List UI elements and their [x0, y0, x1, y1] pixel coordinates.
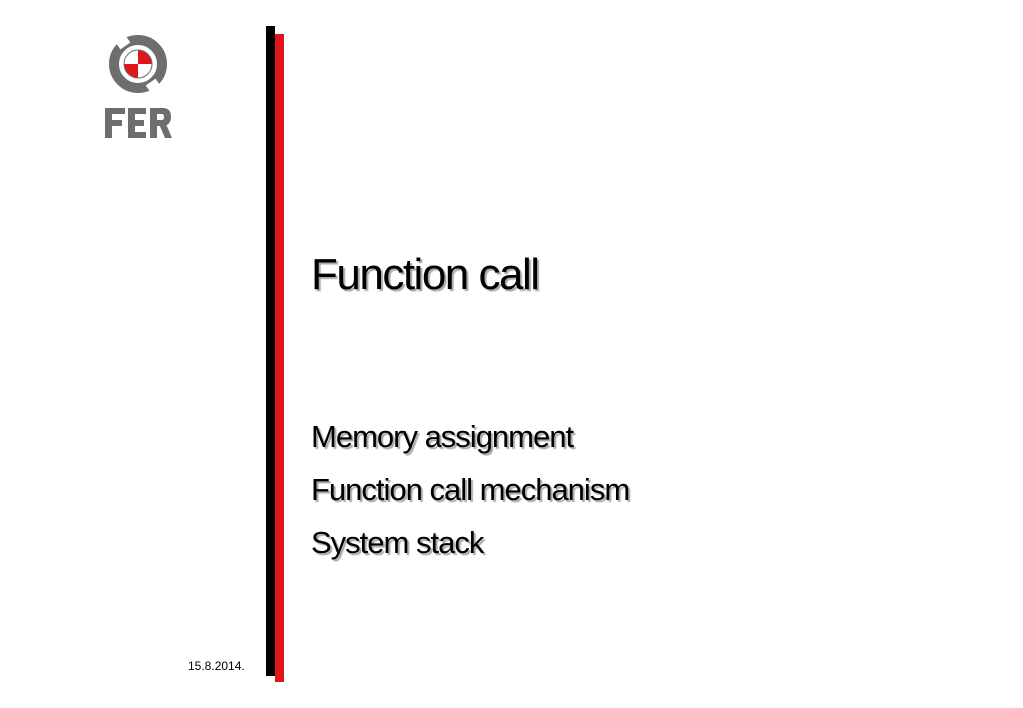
slide-date: 15.8.2014.	[188, 659, 245, 673]
vertical-bar-red	[275, 34, 284, 682]
list-item: Memory assignment	[311, 419, 574, 454]
list-item: Function call mechanism	[311, 472, 630, 507]
list-item: System stack	[311, 525, 484, 560]
fer-logo-icon	[105, 34, 172, 138]
bullet-list: Memory assignment Function call mechanis…	[311, 410, 630, 569]
vertical-bar-black	[266, 26, 275, 676]
slide-title: Function call	[311, 250, 540, 299]
